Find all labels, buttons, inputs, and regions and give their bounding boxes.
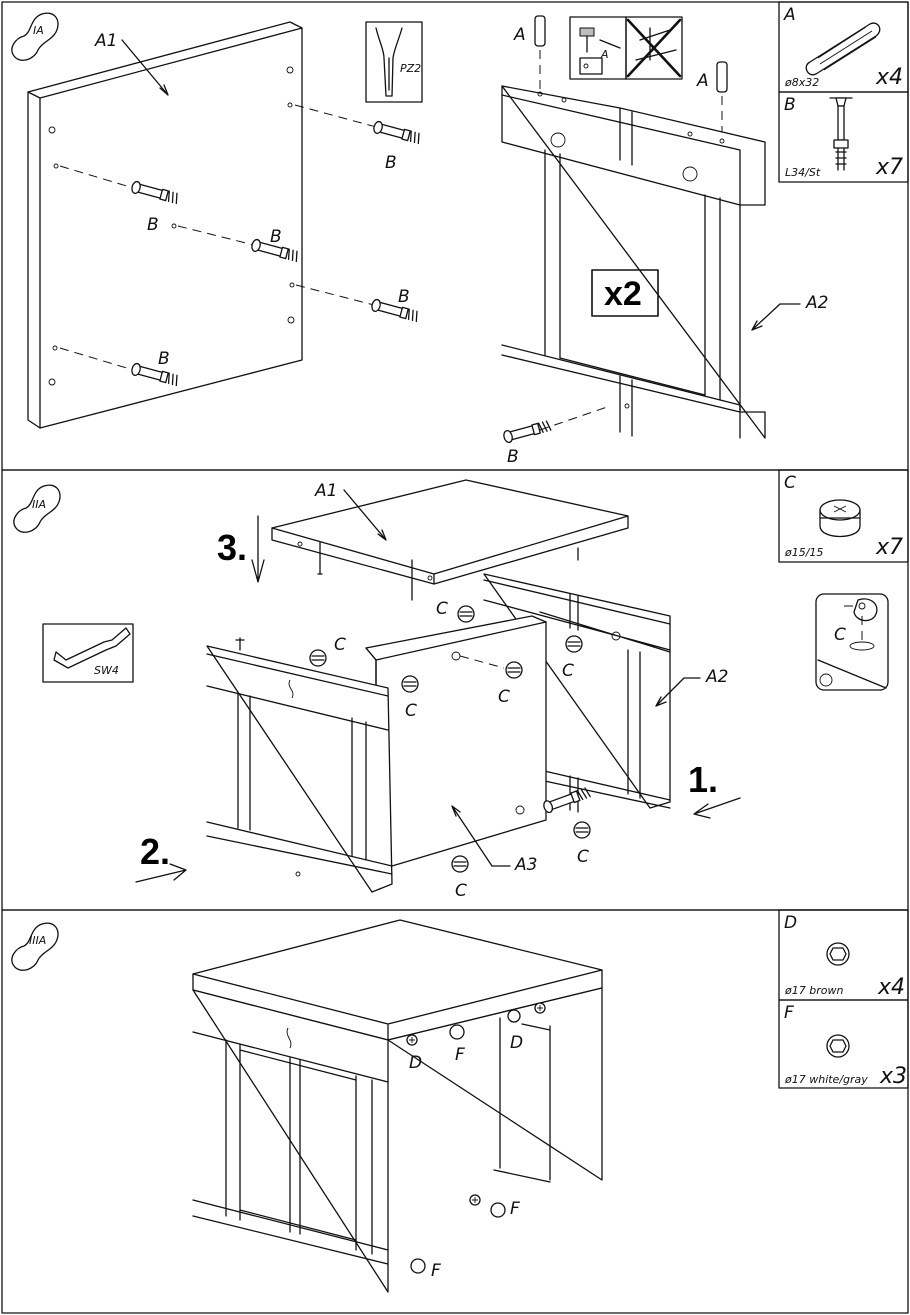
part-label-a3: A3 [514, 855, 537, 875]
cam-lock-detail-box [815, 593, 889, 691]
cam-lock-icon [505, 661, 523, 679]
tool-label-pz2: PZ2 [400, 62, 421, 75]
cover-cap-icon [534, 1002, 546, 1014]
svg-text:x7: x7 [875, 155, 903, 180]
step-number: 1. [688, 759, 718, 800]
cover-cap-icon [410, 1258, 426, 1274]
callout-c: C [455, 881, 467, 901]
section-iiia: IIIA D F D F [1, 909, 909, 1314]
section-ia: IA A1 B B B B B B [1, 1, 909, 471]
cam-bolt-icon [372, 120, 422, 146]
svg-text:ø15/15: ø15/15 [784, 546, 823, 559]
step-number: 3. [217, 527, 247, 568]
callout-c: C [436, 599, 448, 619]
panel-a1 [27, 21, 303, 429]
callout-d: D [409, 1053, 422, 1073]
svg-text:F: F [784, 1003, 794, 1023]
cam-lock-icon [451, 855, 469, 873]
assembled-cabinet [192, 919, 603, 1293]
hardware-legend-a: A ø8x32 x4 [778, 1, 909, 93]
step-number: 2. [140, 831, 170, 872]
part-label-a2: A2 [705, 667, 728, 687]
part-label-a1: A1 [94, 31, 117, 51]
svg-text:A: A [783, 5, 796, 25]
hardware-legend-b: B L34/St x7 [778, 91, 909, 183]
cam-lock-icon [573, 821, 591, 839]
callout-b: B [147, 215, 159, 235]
hardware-legend-d: D ø17 brown x4 [778, 909, 909, 1001]
step-label: IIA [32, 498, 46, 511]
svg-text:ø17 white/gray: ø17 white/gray [784, 1073, 868, 1086]
cover-cap-icon [507, 1009, 521, 1023]
cam-bolt-icon [541, 785, 592, 815]
svg-text:x3: x3 [879, 1064, 907, 1089]
cover-cap-icon [449, 1024, 465, 1040]
svg-text:D: D [784, 913, 797, 933]
hardware-legend-f: F ø17 white/gray x3 [778, 999, 909, 1089]
frame-front [206, 637, 393, 893]
allen-key-tool-box [42, 623, 134, 683]
section-iia: IIA SW4 3. 1. 2. A1 [1, 469, 909, 911]
cover-cap-icon [826, 1034, 850, 1058]
callout-a: A [696, 71, 709, 91]
part-label-a2: A2 [805, 293, 828, 313]
panel-a1 [271, 479, 629, 601]
step-label: IA [33, 24, 44, 37]
quantity-badge: x2 [591, 269, 659, 317]
frame-a2 [501, 85, 766, 439]
hammer-ok-icon [569, 16, 627, 80]
callout-b: B [507, 447, 519, 467]
callout-b: B [270, 227, 282, 247]
callout-c: C [498, 687, 510, 707]
step-label: IIIA [29, 934, 46, 947]
cam-bolt-icon [829, 97, 853, 171]
cam-lock-icon [401, 675, 419, 693]
svg-text:B: B [784, 95, 796, 115]
svg-text:ø8x32: ø8x32 [784, 76, 819, 89]
cam-bolt-icon [370, 298, 420, 324]
callout-a: A [513, 25, 526, 45]
tool-label-sw4: SW4 [94, 664, 119, 677]
callout-b: B [398, 287, 410, 307]
hammer-forbidden-icon [625, 16, 683, 80]
cam-bolt-icon [502, 418, 552, 444]
callout-c: C [562, 661, 574, 681]
svg-text:x7: x7 [875, 535, 903, 560]
cover-cap-icon [469, 1194, 481, 1206]
callout-f: F [455, 1045, 465, 1065]
cover-cap-icon [826, 942, 850, 966]
svg-text:x2: x2 [604, 275, 642, 313]
cam-lock-icon [819, 499, 861, 538]
cam-lock-icon [457, 605, 475, 623]
callout-f: F [510, 1199, 520, 1219]
callout-c: C [577, 847, 589, 867]
callout-b: B [158, 349, 170, 369]
callout-d: D [510, 1033, 523, 1053]
cover-cap-icon [490, 1202, 506, 1218]
insert-icon-label: A [600, 48, 609, 61]
part-label-a1: A1 [314, 481, 337, 501]
cam-lock-icon [565, 635, 583, 653]
svg-text:L34/St: L34/St [785, 166, 821, 179]
svg-text:ø17 brown: ø17 brown [784, 984, 843, 997]
detail-label-c: C [834, 625, 846, 645]
svg-text:x4: x4 [875, 65, 903, 90]
wooden-dowel-icon [534, 15, 546, 94]
callout-b: B [385, 153, 397, 173]
screwdriver-tool-box [365, 21, 423, 103]
panel-a3 [365, 615, 547, 867]
svg-text:x4: x4 [877, 975, 905, 1000]
cover-cap-icon [406, 1034, 418, 1046]
wooden-dowel-icon [805, 22, 881, 76]
callout-c: C [334, 635, 346, 655]
cam-lock-icon [309, 649, 327, 667]
wooden-dowel-icon [716, 61, 728, 136]
svg-text:C: C [784, 473, 796, 493]
callout-c: C [405, 701, 417, 721]
callout-f: F [431, 1261, 441, 1281]
hardware-legend-c: C ø15/15 x7 [778, 469, 909, 563]
